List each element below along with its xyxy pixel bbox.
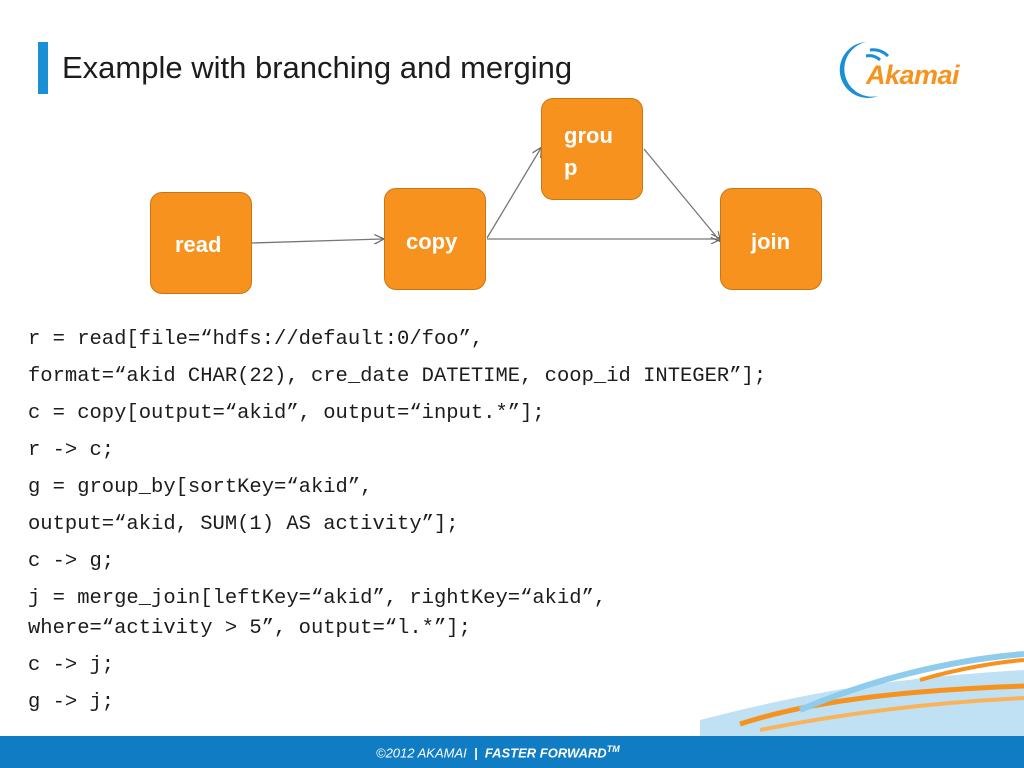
node-group: grou p: [541, 98, 643, 200]
node-copy: copy: [384, 188, 486, 290]
code-line: c = copy[output=“akid”, output=“input.*”…: [28, 402, 545, 425]
code-line: r -> c;: [28, 439, 115, 462]
footer-trademark: TM: [606, 744, 620, 754]
edge-group-join: [643, 148, 720, 241]
code-line: j = merge_join[leftKey=“akid”, rightKey=…: [28, 587, 607, 610]
node-copy-label: copy: [406, 229, 458, 254]
node-group-label-2: p: [564, 155, 578, 180]
title-accent-bar: [38, 42, 48, 94]
code-line: g -> j;: [28, 691, 115, 714]
edge-copy-group: [486, 148, 541, 239]
edge-read-copy: [251, 239, 383, 243]
footer-tagline: FASTER FORWARD: [484, 745, 607, 761]
node-read: read: [150, 192, 252, 294]
footer-text: ©2012 AKAMAI | FASTER FORWARDTM: [376, 744, 620, 760]
code-line: c -> j;: [28, 654, 115, 677]
code-line: c -> g;: [28, 550, 115, 573]
flow-diagram: [251, 0, 1024, 310]
node-join: join: [720, 188, 822, 290]
code-line: output=“akid, SUM(1) AS activity”];: [28, 513, 459, 536]
node-group-label-1: grou: [564, 123, 613, 148]
akamai-logo: [839, 42, 890, 98]
code-line: r = read[file=“hdfs://default:0/foo”,: [28, 328, 484, 351]
logo-wordmark: Akamai: [866, 60, 960, 90]
slide-title: Example with branching and merging: [62, 50, 573, 85]
footer-bar: [0, 736, 1024, 768]
code-line: g = group_by[sortKey=“akid”,: [28, 476, 373, 499]
footer-separator: |: [474, 745, 478, 761]
decorative-waves: [700, 651, 1024, 740]
node-join-label: join: [751, 229, 791, 254]
footer-copyright: ©2012 AKAMAI: [376, 745, 467, 761]
code-line: format=“akid CHAR(22), cre_date DATETIME…: [28, 365, 767, 388]
node-read-label: read: [175, 232, 222, 257]
code-line: where=“activity > 5”, output=“l.*”];: [28, 617, 471, 640]
